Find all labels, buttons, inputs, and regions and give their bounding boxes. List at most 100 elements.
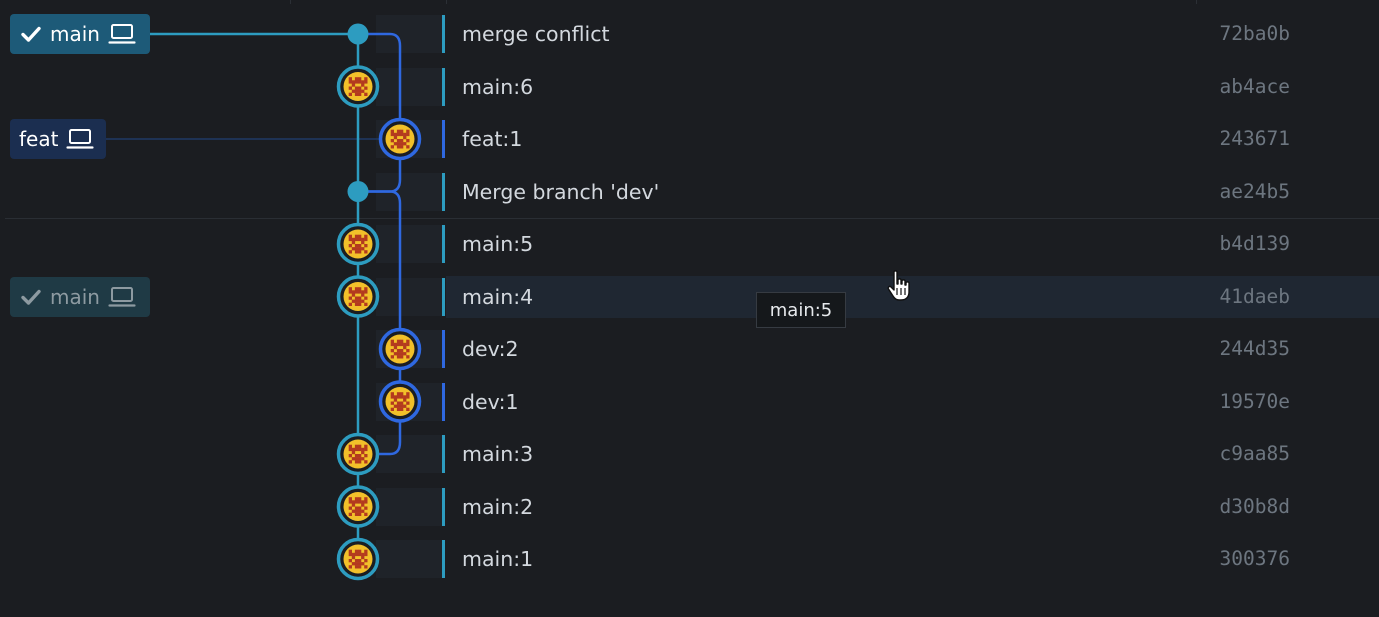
commit-sha: 41daeb <box>1219 284 1290 308</box>
avatar-pixel <box>361 240 365 245</box>
commit-message: dev:2 <box>462 337 519 361</box>
avatar-pixel <box>348 77 352 81</box>
avatar-pixel <box>351 450 356 455</box>
avatar-pixel <box>348 92 352 96</box>
avatar-pixel <box>361 509 365 513</box>
avatar-pixel <box>354 296 359 300</box>
avatar-pixel <box>364 500 368 504</box>
lane-background <box>376 330 443 368</box>
lane-background <box>376 15 443 53</box>
branch-label: main <box>50 22 100 46</box>
check-icon <box>20 25 42 43</box>
merge-dot-3 <box>347 181 369 202</box>
avatar-pixel <box>358 444 362 448</box>
avatar-pixel <box>361 562 365 566</box>
avatar-pixel <box>351 290 356 294</box>
avatar-pixel <box>348 549 352 553</box>
commit-sha: ab4ace <box>1219 74 1290 98</box>
avatar-pixel <box>348 250 352 254</box>
commit-avatar-9[interactable] <box>336 485 380 528</box>
avatar-pixel <box>358 89 362 93</box>
avatar-pixel <box>351 509 356 513</box>
lane-background <box>376 172 443 211</box>
avatar-pixel <box>358 247 362 251</box>
avatar-pixel <box>358 460 362 464</box>
avatar-pixel <box>348 287 352 291</box>
section-divider <box>5 218 1379 219</box>
avatar-pixel <box>348 234 352 238</box>
avatar-pixel <box>351 555 356 560</box>
commit-message: main:6 <box>462 74 534 99</box>
avatar-pixel <box>348 512 352 516</box>
branch-badge-feat[interactable]: feat <box>10 119 106 159</box>
avatar-pixel <box>354 559 359 563</box>
avatar-pixel <box>358 302 362 306</box>
branch-label: feat <box>19 127 59 151</box>
lane-indicator-bar <box>442 67 445 106</box>
lane-indicator-bar <box>442 120 445 158</box>
commit-message: feat:1 <box>462 127 523 151</box>
avatar-pixel <box>358 500 362 504</box>
commit-avatar-8[interactable] <box>336 432 380 476</box>
avatar-pixel <box>354 444 359 448</box>
avatar-pixel <box>348 454 352 458</box>
avatar-pixel <box>364 552 368 557</box>
lane-indicator-bar <box>442 15 445 53</box>
avatar-pixel <box>361 447 365 452</box>
avatar-pixel <box>354 565 359 569</box>
lane-indicator-bar <box>442 330 445 368</box>
avatar-pixel <box>351 89 356 93</box>
avatar-pixel <box>358 559 362 563</box>
avatar-pixel <box>364 506 368 510</box>
branch-badge-main-drag-ghost[interactable]: main <box>10 277 150 317</box>
avatar-pixel <box>354 92 359 96</box>
avatar-pixel <box>354 244 359 248</box>
avatar-pixel <box>354 234 359 238</box>
commit-avatar-4[interactable] <box>336 222 380 266</box>
avatar-pixel <box>361 299 365 303</box>
avatar-ring <box>336 485 380 528</box>
commit-message: Merge branch 'dev' <box>462 179 660 204</box>
avatar-pixel <box>364 447 368 452</box>
avatar-pixel <box>354 237 359 242</box>
avatar-pixel <box>351 247 356 251</box>
avatar-pixel <box>354 447 359 452</box>
avatar-pixel <box>364 444 368 448</box>
laptop-icon <box>108 286 136 308</box>
commit-sha: ae24b5 <box>1219 179 1290 203</box>
avatar-pixel <box>358 497 362 501</box>
avatar-pixel <box>364 86 368 90</box>
avatar-face <box>343 229 373 259</box>
check-icon <box>20 288 42 306</box>
commit-avatar-5[interactable] <box>336 275 380 318</box>
avatar-pixel <box>348 565 352 569</box>
commit-sha: d30b8d <box>1219 494 1290 518</box>
lane-background <box>376 67 443 106</box>
avatar-pixel <box>364 80 368 84</box>
avatar-pixel <box>354 287 359 291</box>
commit-avatar-10[interactable] <box>336 537 380 581</box>
avatar-pixel <box>348 237 352 242</box>
lane-background <box>376 435 443 473</box>
feat-branch-line <box>358 32 402 193</box>
avatar-pixel <box>354 457 359 461</box>
branch-badge-main-current[interactable]: main <box>10 14 150 54</box>
avatar-pixel <box>354 512 359 516</box>
lane-indicator-bar <box>442 382 445 421</box>
avatar-pixel <box>364 559 368 563</box>
avatar-pixel <box>358 509 362 513</box>
commit-avatar-1[interactable] <box>336 65 380 108</box>
commit-message: dev:1 <box>462 389 519 414</box>
lane-indicator-bar <box>442 277 445 316</box>
avatar-pixel <box>348 460 352 464</box>
avatar-pixel <box>364 460 368 464</box>
avatar-pixel <box>358 234 362 238</box>
avatar-pixel <box>348 497 352 501</box>
avatar-pixel <box>358 512 362 516</box>
avatar-pixel <box>348 559 352 563</box>
commit-message: merge conflict <box>462 22 610 46</box>
avatar-pixel <box>358 296 362 300</box>
avatar-pixel <box>351 293 356 297</box>
avatar-pixel <box>348 290 352 294</box>
avatar-pixel <box>364 454 368 458</box>
